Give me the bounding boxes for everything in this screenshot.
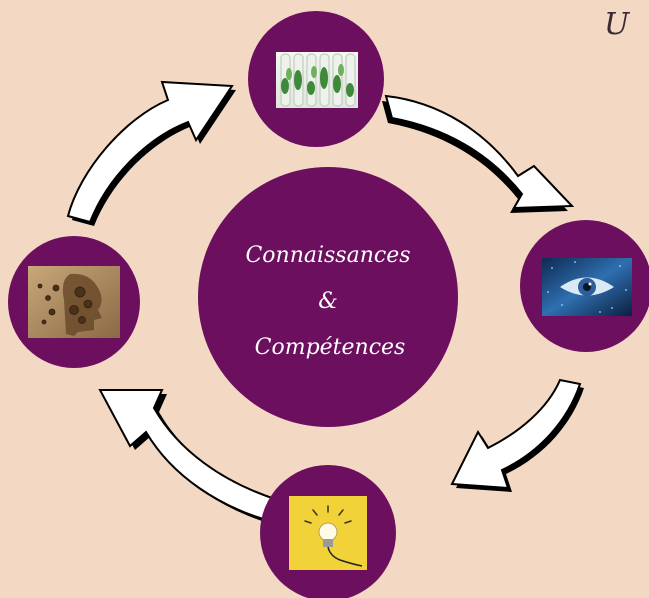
gears-head-icon [28, 266, 120, 338]
center-title-line3: Compétences [255, 335, 406, 360]
center-title-line2: & [318, 289, 338, 314]
lightbulb-icon [289, 496, 367, 570]
node-bottom [260, 465, 396, 598]
arrow-top-to-right [382, 94, 575, 213]
center-circle [198, 167, 458, 427]
arrow-bottom-to-left [98, 389, 283, 526]
center-title-line1: Connaissances [245, 243, 410, 268]
plants-in-test-tubes-icon [276, 52, 358, 108]
eye-icon [542, 258, 632, 316]
arrow-left-to-top [66, 80, 236, 226]
node-top [248, 11, 384, 147]
center-node: Connaissances & Compétences [198, 167, 458, 427]
arrow-right-to-bottom [450, 378, 584, 492]
node-left [8, 236, 140, 368]
corner-text: U [604, 7, 631, 42]
node-right [520, 220, 649, 352]
